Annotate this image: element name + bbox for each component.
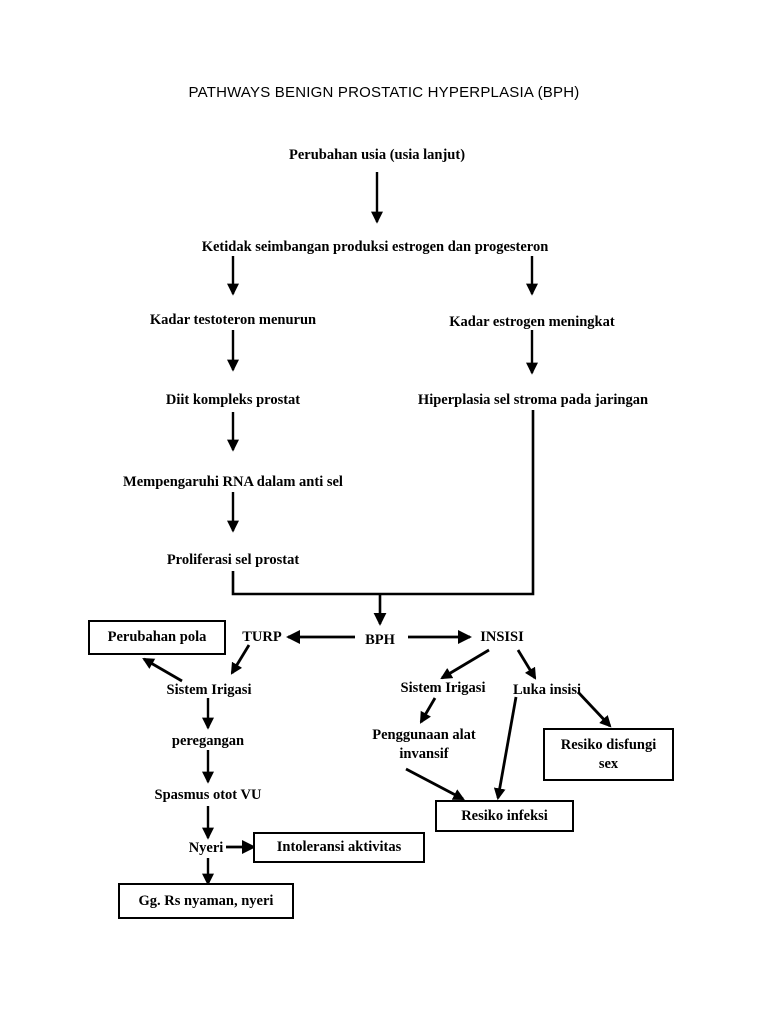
node-nyeri: Nyeri xyxy=(188,840,224,856)
node-insisi: INSISI xyxy=(480,629,524,645)
edge-proliferasi-to-bphbar xyxy=(231,571,380,596)
box-gg-rs-nyaman-label: Gg. Rs nyaman, nyeri xyxy=(138,892,274,909)
box-gg-rs-nyaman[interactable]: Gg. Rs nyaman, nyeri xyxy=(118,883,294,919)
node-kadar-testoteron: Kadar testoteron menurun xyxy=(149,312,317,328)
box-perubahan-pola-label: Perubahan pola xyxy=(107,629,207,646)
edge-insisi-to-sistemirigasi-kanan xyxy=(440,648,490,680)
box-intoleransi-aktivitas-label: Intoleransi aktivitas xyxy=(276,839,402,856)
edge-sistemirigasi-kanan-to-penggunaanalat xyxy=(419,697,437,724)
page-title: PATHWAYS BENIGN PROSTATIC HYPERPLASIA (B… xyxy=(188,84,580,101)
node-penggunaan-alat: Penggunaan alat invansif xyxy=(372,727,476,762)
node-perubahan-usia: Perubahan usia (usia lanjut) xyxy=(288,147,466,163)
node-luka-insisi: Luka insisi xyxy=(512,682,582,698)
node-bph: BPH xyxy=(365,632,395,648)
node-kadar-estrogen: Kadar estrogen meningkat xyxy=(449,314,615,330)
box-intoleransi-aktivitas[interactable]: Intoleransi aktivitas xyxy=(253,832,425,863)
node-ketidak-seimbangan: Ketidak seimbangan produksi estrogen dan… xyxy=(201,239,549,255)
box-perubahan-pola[interactable]: Perubahan pola xyxy=(88,620,226,655)
node-hiperplasia: Hiperplasia sel stroma pada jaringan xyxy=(417,392,649,408)
box-resiko-disfungi-sex[interactable]: Resiko disfungi sex xyxy=(543,728,674,781)
edge-penggunaanalat-to-resikoinfeksi xyxy=(405,767,465,801)
node-peregangan: peregangan xyxy=(171,733,245,749)
node-spasmus: Spasmus otot VU xyxy=(154,787,262,803)
edge-hiperplasia-to-bphbar xyxy=(380,410,535,596)
box-resiko-infeksi-label: Resiko infeksi xyxy=(461,807,548,824)
box-resiko-infeksi[interactable]: Resiko infeksi xyxy=(435,800,574,832)
node-sistem-irigasi-kiri: Sistem Irigasi xyxy=(166,682,252,698)
edge-lukainsisi-to-resikoinfeksi xyxy=(493,696,518,801)
node-sistem-irigasi-kanan: Sistem Irigasi xyxy=(400,680,486,696)
box-resiko-disfungi-sex-label: Resiko disfungi sex xyxy=(560,737,657,772)
edge-sistemirigasi-to-perubahanpola xyxy=(142,657,183,683)
node-mempengaruhi-rna: Mempengaruhi RNA dalam anti sel xyxy=(123,474,343,490)
node-diit-kompleks: Diit kompleks prostat xyxy=(165,392,301,408)
edge-insisi-to-lukainsisi xyxy=(516,649,537,680)
node-turp: TURP xyxy=(242,629,282,645)
node-proliferasi: Proliferasi sel prostat xyxy=(166,552,300,568)
edge-turp-to-sistemirigasi-kiri xyxy=(230,644,251,675)
